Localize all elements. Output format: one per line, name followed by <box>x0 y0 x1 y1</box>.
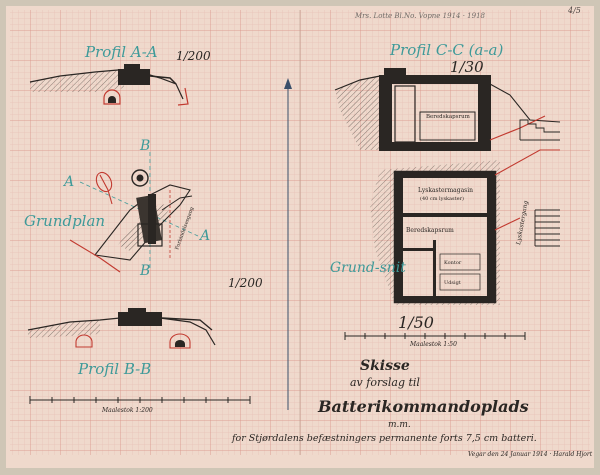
title-signature: Vegar den 24 Januar 1914 · Harald Hjort <box>468 451 593 458</box>
profile-aa-scale: 1/200 <box>176 49 211 63</box>
right-scale-bar: Maalestok 1:50 <box>344 332 526 348</box>
ground-cut-view: Lyskastermagasin (40 cm lyskaster) Bered… <box>330 149 560 332</box>
profile-bb-title: Profil B-B <box>77 360 151 378</box>
title-block: Skisse av forslag til Batterikommandopla… <box>231 358 593 458</box>
profile-cc-title: Profil C-C (a-a) <box>389 41 503 59</box>
cut-stairs <box>534 209 560 247</box>
title-skisse: Skisse <box>360 358 410 374</box>
profile-aa-title: Profil A-A <box>84 43 158 61</box>
ground-cut-scale: 1/50 <box>398 313 434 332</box>
cut-room-kontor: Kontor <box>444 260 462 266</box>
profile-cc-scale: 1/30 <box>450 58 484 76</box>
marker-b-top: B <box>139 138 150 154</box>
title-mm: m.m. <box>388 420 411 430</box>
ground-plan-scale: 1/200 <box>228 276 263 290</box>
profile-bb-view: Profil B-B <box>27 308 216 378</box>
cut-room-lyskaster: Lyskastermagasin <box>418 187 473 194</box>
ground-plan-view: Grundplan 1/200 A B A B Forbindelsesgang <box>24 138 263 290</box>
left-scale-bar: Maalestok 1:200 <box>29 396 251 414</box>
marker-b-bottom: B <box>139 263 150 279</box>
profile-aa-view: Profil A-A 1/200 <box>29 43 211 106</box>
right-scale-label: Maalestok 1:50 <box>409 341 457 348</box>
ground-cut-title: Grund-snit <box>330 260 406 276</box>
left-scale-label: Maalestok 1:200 <box>101 407 153 414</box>
marker-a-right: A <box>198 228 210 244</box>
profile-cc-view: Profil C-C (a-a) 1/30 Beredskapsrum <box>334 41 561 151</box>
header-note: Mrs. Lotte Bl.No. Vopne 1914 · 1918 <box>354 12 486 20</box>
cc-room-label: Beredskapsrum <box>426 114 471 120</box>
cc-stairs <box>519 119 560 141</box>
ground-plan-title: Grundplan <box>24 212 105 230</box>
title-main: Batterikommandoplads <box>317 397 529 416</box>
cut-room-udsigt: Udsigt <box>444 280 461 286</box>
marker-a-top: A <box>62 174 74 190</box>
cut-room-lyskaster-sub: (40 cm lyskaster) <box>420 195 464 202</box>
cut-room-bereds: Beredskapsrum <box>406 227 454 234</box>
centre-axis-arrow <box>284 78 292 410</box>
sheet-number: 4/5 <box>567 6 581 15</box>
title-subline: for Stjørdalens befæstningers permanente… <box>231 433 537 444</box>
title-forslag: av forslag til <box>350 376 420 389</box>
